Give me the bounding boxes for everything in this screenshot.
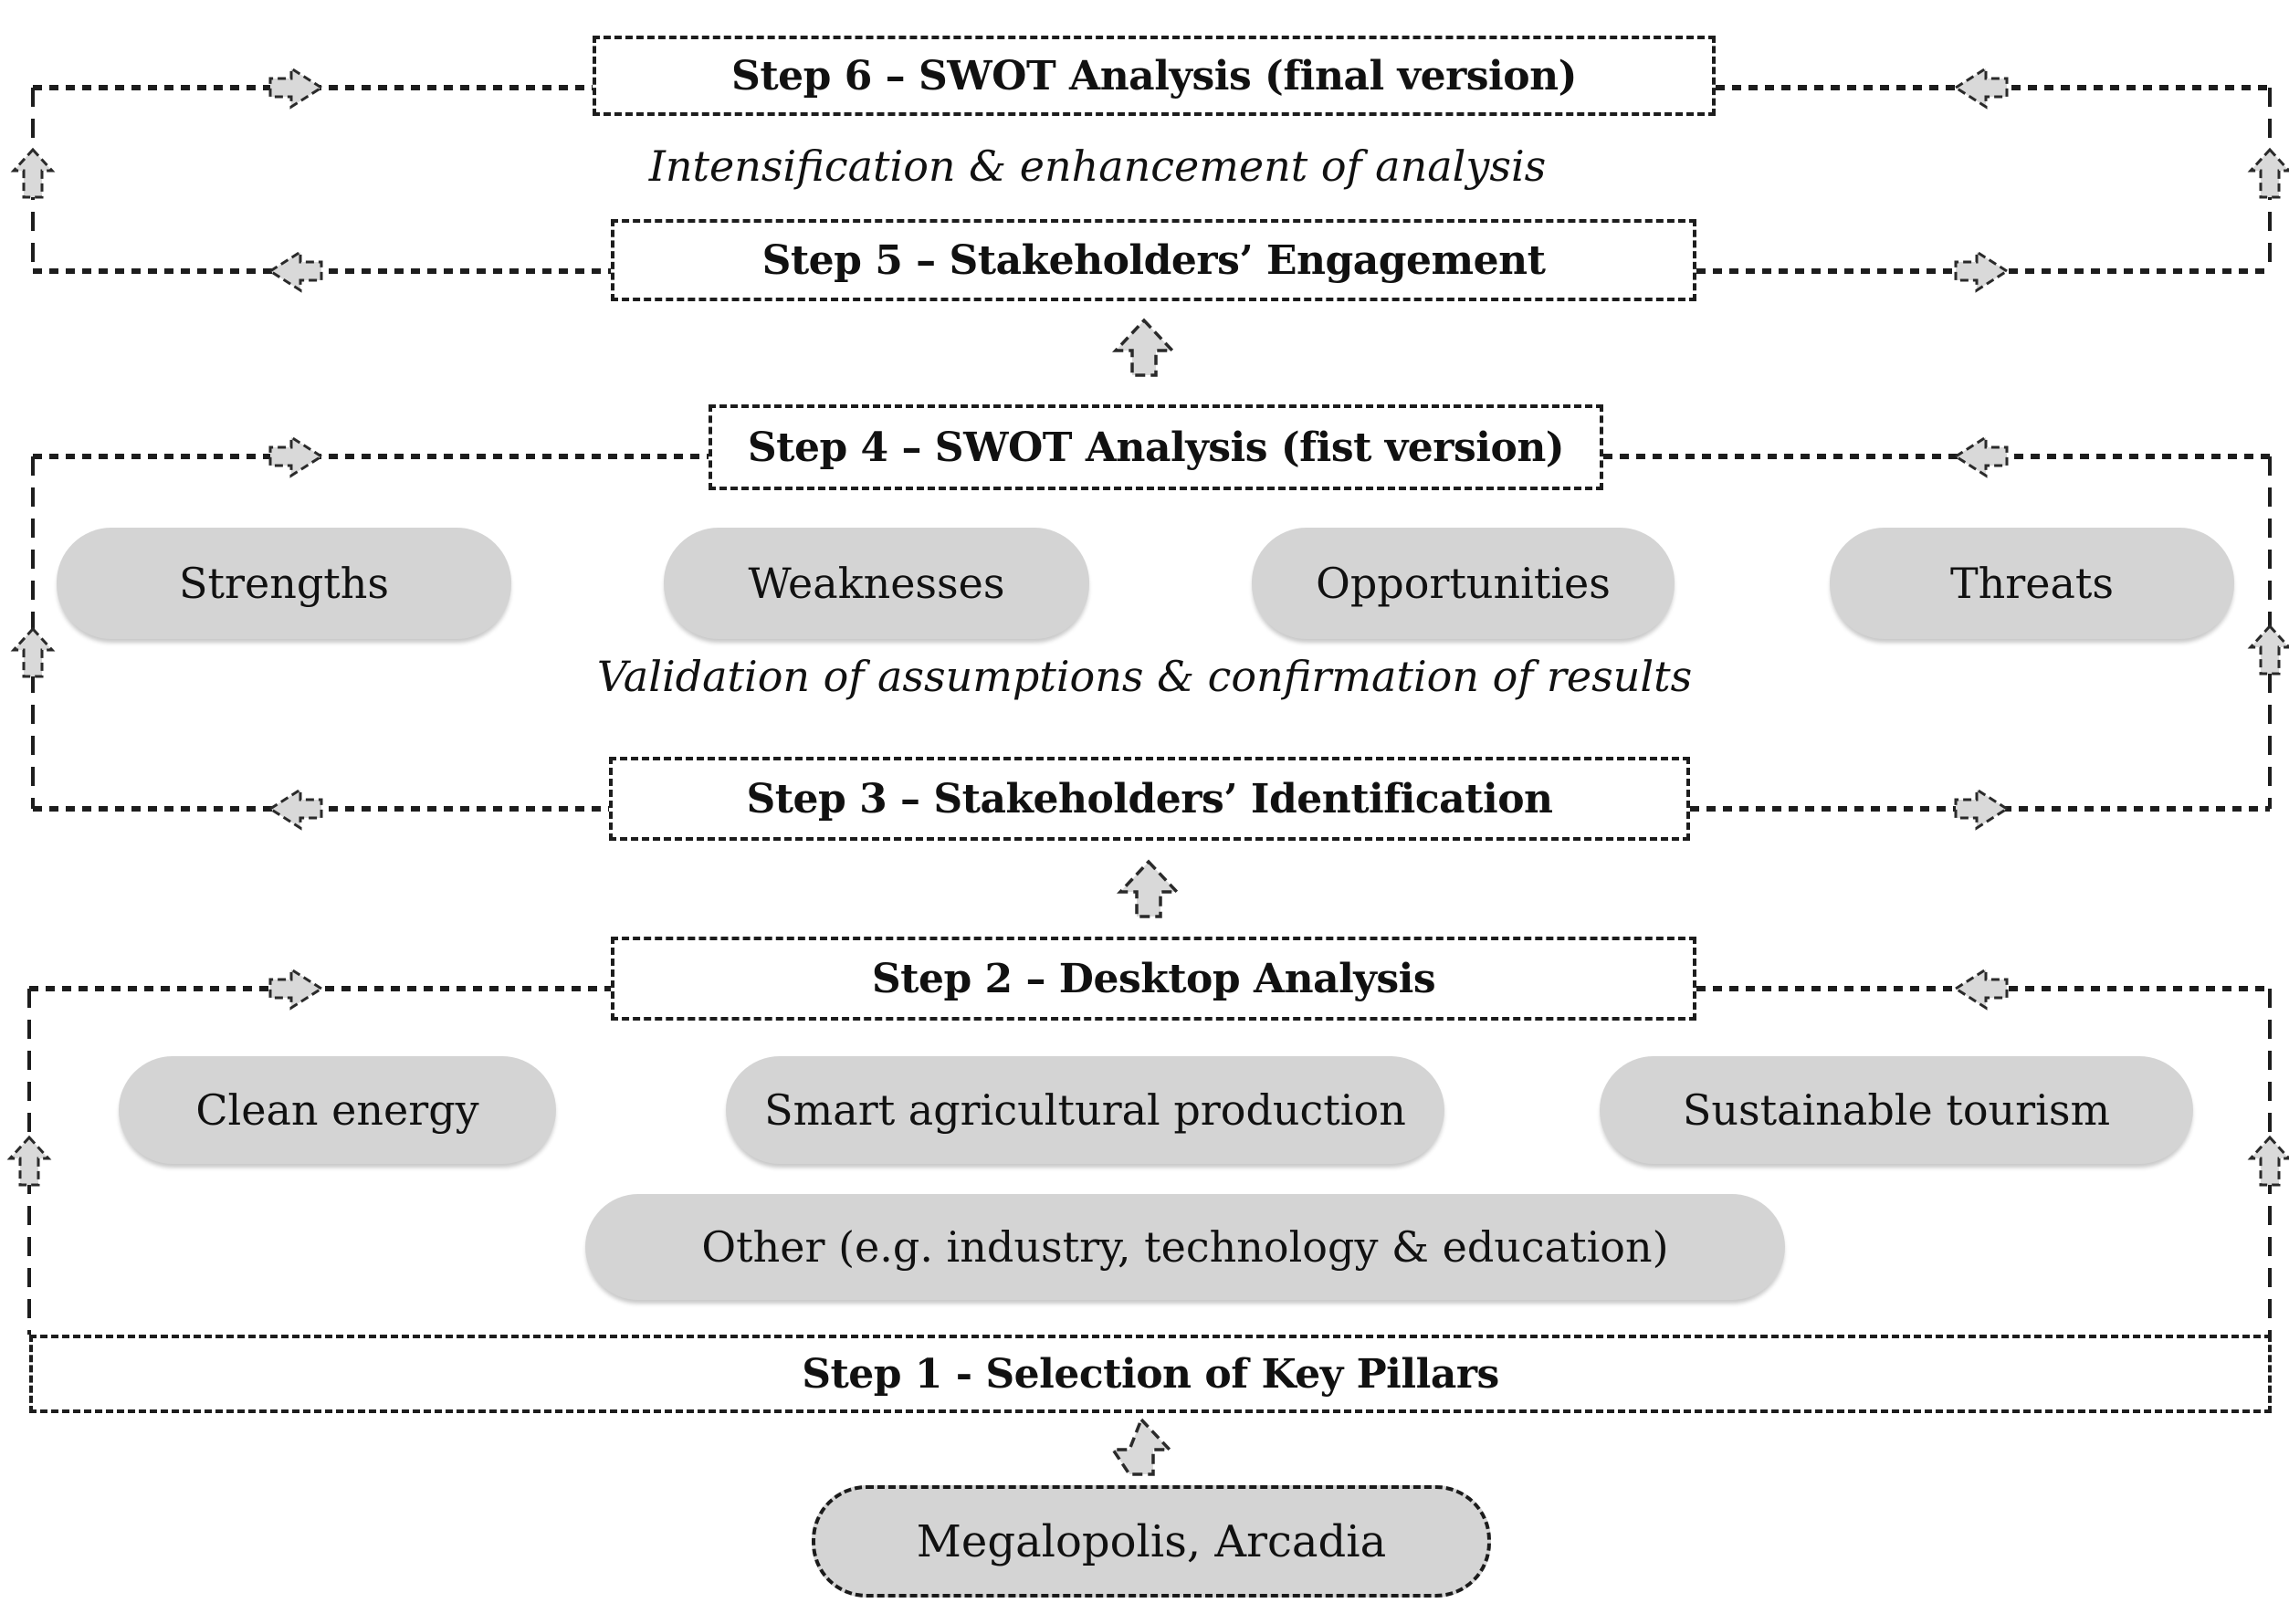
- step6-box: Step 6 – SWOT Analysis (final version): [593, 36, 1716, 116]
- location-pill: Megalopolis, Arcadia: [812, 1485, 1491, 1598]
- step2-label: Step 2 – Desktop Analysis: [871, 955, 1436, 1002]
- swot-weaknesses-label: Weaknesses: [748, 559, 1005, 608]
- swot-threats-label: Threats: [1949, 559, 2115, 608]
- pillar-smart-agriculture-pill: Smart agricultural production: [726, 1056, 1444, 1164]
- pillar-clean-energy-label: Clean energy: [195, 1085, 479, 1135]
- arrow-left-icon: [1953, 967, 2009, 1011]
- location-label: Megalopolis, Arcadia: [916, 1515, 1387, 1567]
- arrow-left-icon: [268, 787, 323, 831]
- step1-box: Step 1 - Selection of Key Pillars: [29, 1335, 2272, 1413]
- swot-opportunities-pill: Opportunities: [1252, 528, 1675, 639]
- step4-box: Step 4 – SWOT Analysis (fist version): [709, 404, 1603, 490]
- arrow-up-icon: [6, 1135, 52, 1187]
- pillar-other-label: Other (e.g. industry, technology & educa…: [701, 1222, 1669, 1272]
- pillar-clean-energy-pill: Clean energy: [119, 1056, 556, 1164]
- arrow-right-icon: [1954, 787, 2010, 831]
- pillar-smart-agriculture-label: Smart agricultural production: [764, 1085, 1406, 1135]
- swot-weaknesses-pill: Weaknesses: [664, 528, 1089, 639]
- arrow-right-icon: [1954, 249, 2010, 293]
- arrow-up-step5-to-step4-icon: [1111, 318, 1177, 377]
- swot-strengths-pill: Strengths: [57, 528, 511, 639]
- step4-label: Step 4 – SWOT Analysis (fist version): [747, 424, 1565, 471]
- arrow-up-icon: [2247, 147, 2289, 199]
- arrow-up-step2-to-step3-icon: [1116, 859, 1181, 918]
- swot-strengths-label: Strengths: [179, 559, 389, 608]
- pillar-other-pill: Other (e.g. industry, technology & educa…: [585, 1194, 1785, 1300]
- annotation-validation-text: Validation of assumptions & confirmation…: [596, 652, 1693, 701]
- step3-label: Step 3 – Stakeholders’ Identification: [746, 775, 1553, 822]
- annotation-intensification: Intensification & enhancement of analysi…: [0, 137, 2195, 195]
- arrow-right-icon: [268, 967, 324, 1011]
- annotation-intensification-text: Intensification & enhancement of analysi…: [648, 141, 1547, 191]
- arrow-right-icon: [268, 435, 324, 478]
- swot-threats-pill: Threats: [1830, 528, 2234, 639]
- step5-label: Step 5 – Stakeholders’ Engagement: [761, 236, 1546, 284]
- arrow-left-icon: [268, 249, 323, 293]
- swot-opportunities-label: Opportunities: [1316, 559, 1611, 608]
- step3-box: Step 3 – Stakeholders’ Identification: [609, 757, 1690, 841]
- arrow-left-icon: [1953, 435, 2009, 478]
- step2-box: Step 2 – Desktop Analysis: [611, 937, 1696, 1021]
- pillar-sustainable-tourism-label: Sustainable tourism: [1682, 1085, 2111, 1135]
- step6-label: Step 6 – SWOT Analysis (final version): [731, 52, 1577, 100]
- annotation-validation: Validation of assumptions & confirmation…: [0, 648, 2289, 705]
- step5-box: Step 5 – Stakeholders’ Engagement: [611, 219, 1696, 301]
- arrow-up-icon: [2247, 1135, 2289, 1187]
- arrow-up-location-to-step1-icon: [1109, 1416, 1174, 1476]
- arrow-left-icon: [1953, 66, 2009, 110]
- arrow-right-icon: [268, 66, 324, 110]
- pillar-sustainable-tourism-pill: Sustainable tourism: [1600, 1056, 2193, 1164]
- step1-label: Step 1 - Selection of Key Pillars: [802, 1350, 1499, 1398]
